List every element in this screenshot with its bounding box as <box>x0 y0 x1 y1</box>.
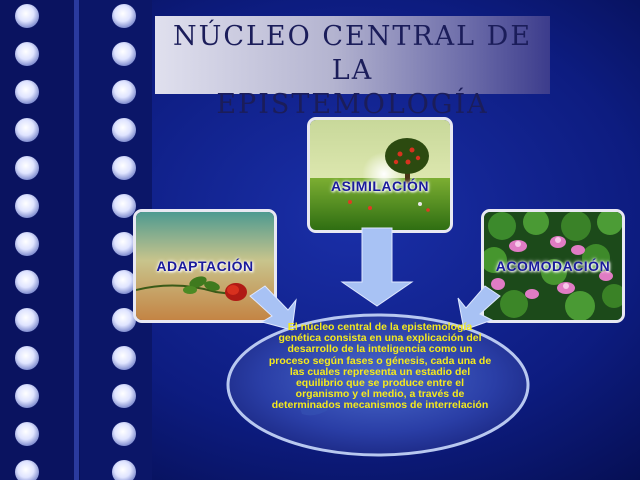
decorative-dot <box>15 42 39 66</box>
node-label-adaptacion: ADAPTACIÓN <box>156 258 254 274</box>
decorative-dot <box>15 422 39 446</box>
decorative-dot <box>112 384 136 408</box>
decorative-dot <box>15 270 39 294</box>
decorative-dot <box>112 308 136 332</box>
decorative-dot <box>112 422 136 446</box>
node-asimilacion: ASIMILACIÓN <box>307 117 453 233</box>
decorative-dot <box>15 194 39 218</box>
decorative-dot <box>15 4 39 28</box>
node-acomodacion: ACOMODACIÓN <box>481 209 625 323</box>
water-lilies-image <box>484 212 622 320</box>
decorative-dot <box>112 346 136 370</box>
decorative-dot <box>112 232 136 256</box>
node-label-acomodacion: ACOMODACIÓN <box>495 258 611 274</box>
decorative-dot <box>112 80 136 104</box>
decorative-dot <box>15 384 39 408</box>
page-title: NÚCLEO CENTRAL DE LA EPISTEMOLOGÍA <box>155 20 550 122</box>
decorative-dot <box>15 308 39 332</box>
node-label-asimilacion: ASIMILACIÓN <box>330 178 430 194</box>
decorative-dot <box>15 460 39 480</box>
decorative-dot <box>112 118 136 142</box>
decorative-dot <box>112 42 136 66</box>
title-line-1: NÚCLEO CENTRAL DE LA <box>172 21 533 86</box>
decorative-dot <box>15 232 39 256</box>
meadow-tree-image <box>310 120 450 230</box>
decorative-dot-strip <box>15 4 136 480</box>
decorative-dot <box>15 346 39 370</box>
central-description: El núcleo central de la epistemología ge… <box>268 321 492 412</box>
decorative-dot <box>15 80 39 104</box>
decorative-dot <box>112 4 136 28</box>
title-line-2: EPISTEMOLOGÍA <box>216 89 489 120</box>
decorative-dot <box>112 194 136 218</box>
decorative-dot <box>112 460 136 480</box>
decorative-dot <box>15 156 39 180</box>
decorative-dot <box>112 270 136 294</box>
decorative-dot <box>15 118 39 142</box>
title-banner <box>155 16 550 94</box>
decorative-dot <box>112 156 136 180</box>
node-adaptacion: ADAPTACIÓN <box>133 209 277 323</box>
